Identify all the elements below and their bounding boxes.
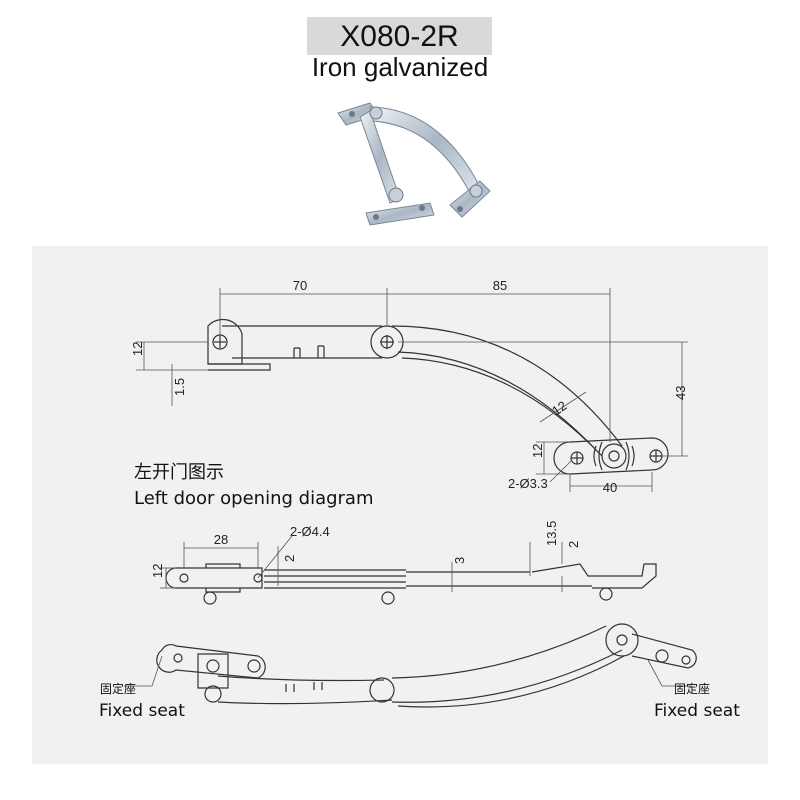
- dim-70: 70: [293, 278, 307, 293]
- fixed-seat-right-en: Fixed seat: [654, 701, 740, 721]
- dim-85: 85: [493, 278, 507, 293]
- dim-12-plate: 12: [530, 444, 545, 458]
- dim-12-arm: 12: [549, 398, 569, 419]
- product-photo: [337, 102, 491, 226]
- technical-drawing-panel: 70 85 12 1.5 43 12 12 2-Ø3.3 40 左开门图示 Le…: [32, 246, 768, 764]
- side-dimensions: [160, 535, 563, 592]
- bottom-view: [156, 623, 697, 708]
- model-badge: X080-2R: [307, 17, 492, 55]
- dim-40: 40: [603, 480, 617, 495]
- dim-12-left: 12: [130, 342, 145, 356]
- diagram-title-en: Left door opening diagram: [134, 488, 373, 509]
- fixed-seat-right-cn: 固定座: [674, 681, 710, 696]
- dim-2-side-right: 2: [566, 541, 581, 548]
- hole-3-3-label: 2-Ø3.3: [508, 476, 548, 491]
- side-view: [165, 563, 657, 605]
- dim-43: 43: [673, 386, 688, 400]
- fixed-seat-left-cn: 固定座: [100, 681, 136, 696]
- dim-2-side-left: 2: [282, 555, 297, 562]
- hole-4-4-label: 2-Ø4.4: [290, 524, 330, 539]
- dim-3: 3: [452, 557, 467, 564]
- top-view: [207, 318, 669, 475]
- callout-leaders: [124, 655, 692, 687]
- dim-28: 28: [214, 532, 228, 547]
- technical-drawing: 70 85 12 1.5 43 12 12 2-Ø3.3 40 左开门图示 Le…: [99, 278, 740, 721]
- dim-12-side: 12: [150, 564, 165, 578]
- dim-1-5: 1.5: [172, 378, 187, 396]
- dim-13-5: 13.5: [544, 521, 559, 546]
- top-dimensions: [136, 288, 688, 492]
- fixed-seat-left-en: Fixed seat: [99, 701, 185, 721]
- material-label: Iron galvanized: [311, 52, 489, 82]
- diagram-title-cn: 左开门图示: [134, 462, 224, 483]
